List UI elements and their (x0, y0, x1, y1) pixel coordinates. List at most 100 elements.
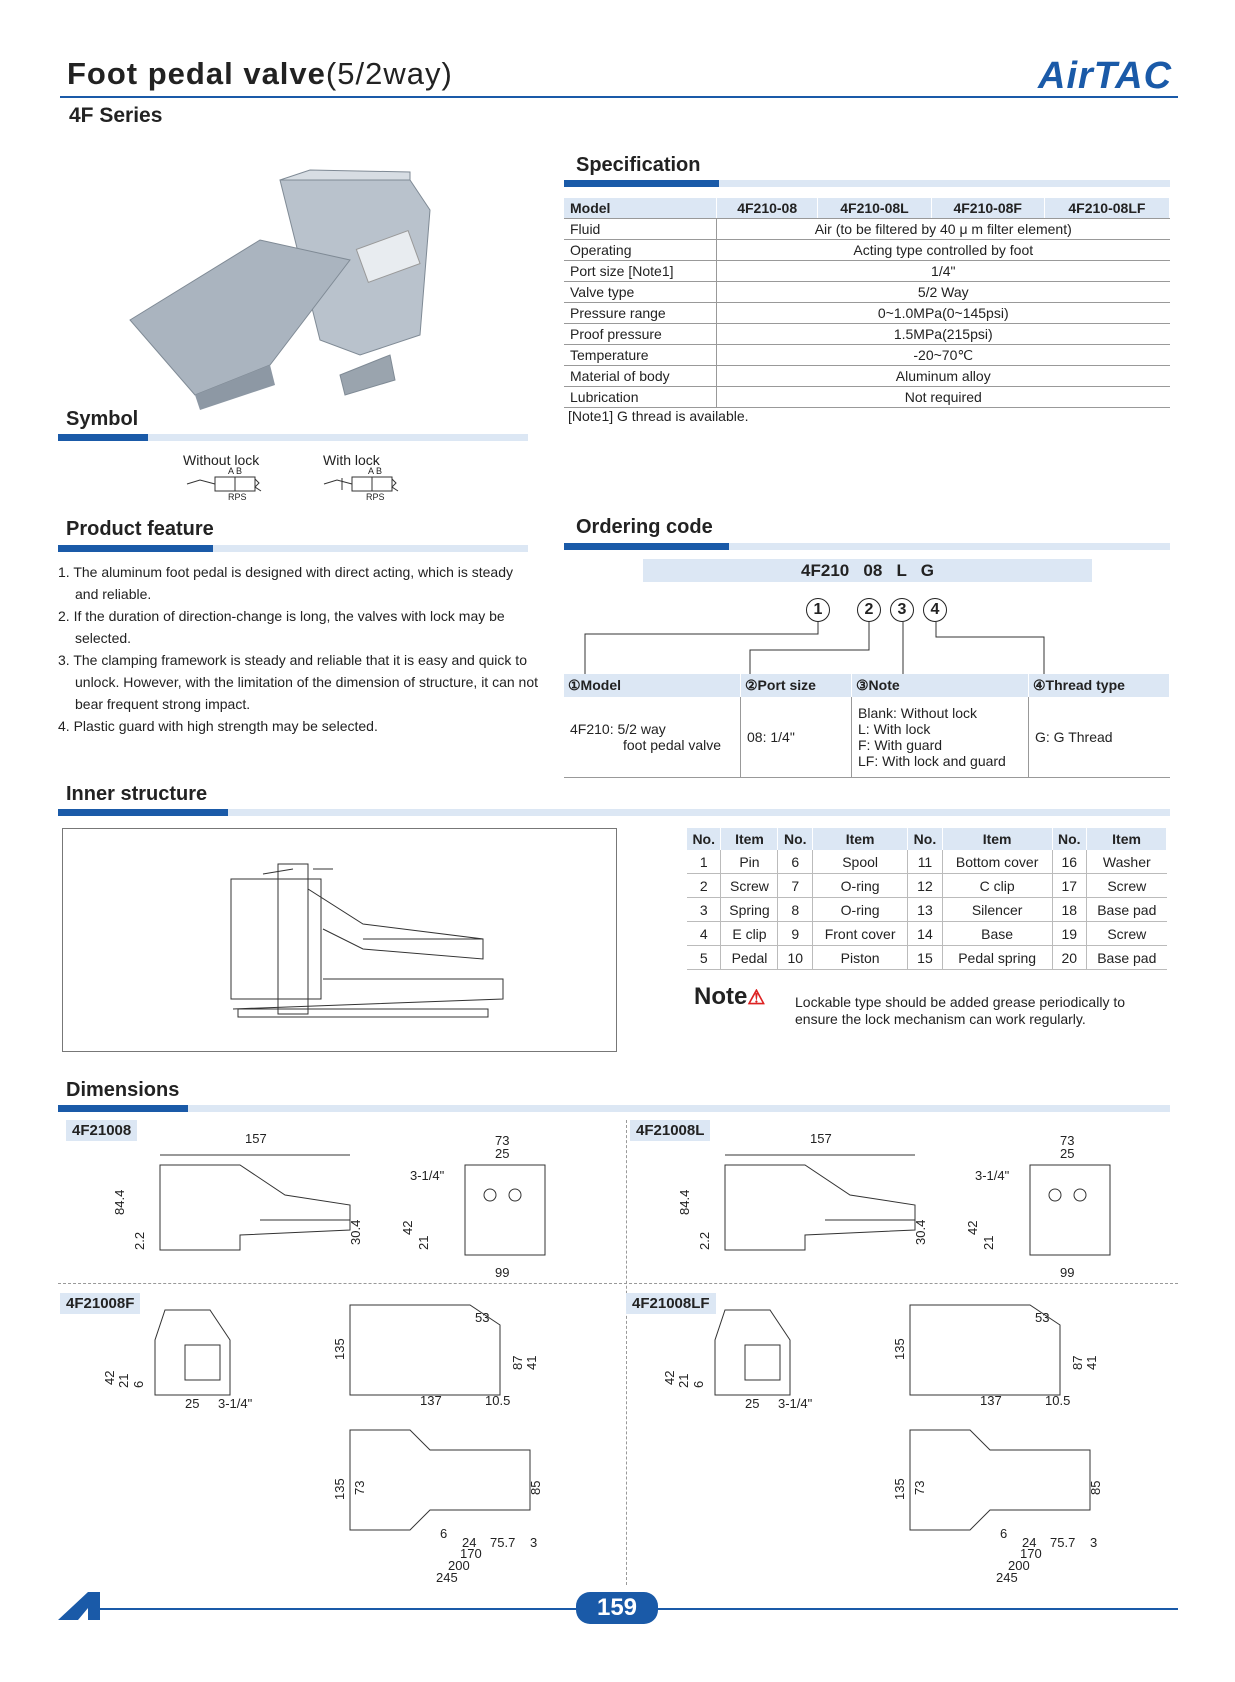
svg-text:135: 135 (892, 1478, 907, 1500)
spec-key: Valve type (564, 281, 717, 303)
spec-note: [Note1] G thread is available. (568, 408, 749, 424)
svg-text:75.7: 75.7 (490, 1535, 515, 1550)
svg-text:73: 73 (1060, 1133, 1074, 1148)
parts-header: Item (720, 828, 779, 850)
svg-text:75.7: 75.7 (1050, 1535, 1075, 1550)
symbol-port-rps: RPS (366, 492, 385, 502)
svg-text:24: 24 (1022, 1535, 1036, 1550)
svg-text:73: 73 (495, 1133, 509, 1148)
ordering-code-example: 4F210 08 L G (643, 559, 1092, 582)
svg-text:73: 73 (352, 1481, 367, 1495)
svg-text:200: 200 (1008, 1558, 1030, 1573)
svg-text:99: 99 (495, 1265, 509, 1280)
ordering-connector-lines (584, 622, 1045, 674)
svg-text:25: 25 (1060, 1146, 1074, 1161)
dim-drawing-4f21008lf: 42 21 6 25 3-1/4" 135 53 87 41 137 10.5 … (662, 1304, 1103, 1585)
inner-structure-heading: Inner structure (66, 783, 208, 805)
svg-text:25: 25 (745, 1396, 759, 1411)
parts-header: No. (687, 828, 722, 850)
ordering-bar (564, 543, 1170, 550)
svg-text:73: 73 (912, 1481, 927, 1495)
svg-text:41: 41 (1084, 1356, 1099, 1370)
warning-icon: ⚠ (747, 987, 766, 1009)
page-number: 159 (576, 1592, 658, 1624)
svg-text:25: 25 (495, 1146, 509, 1161)
spec-value: Not required (716, 386, 1170, 408)
svg-text:3: 3 (1090, 1535, 1097, 1550)
foot-pedal-product-photo (129, 169, 431, 410)
valve-symbol-with-lock (323, 476, 399, 492)
spec-key: Fluid (564, 218, 717, 240)
dimension-divider-vertical (626, 1120, 627, 1585)
ordering-port: 08: 1/4" (740, 697, 852, 778)
page-title: Foot pedal valve(5/2way) (67, 56, 453, 91)
svg-text:87: 87 (1070, 1356, 1085, 1370)
svg-text:135: 135 (892, 1338, 907, 1360)
feature-item: 1. The aluminum foot pedal is designed w… (58, 564, 513, 602)
feature-bar (58, 545, 528, 552)
svg-text:3-1/4": 3-1/4" (410, 1168, 445, 1183)
ordering-header: ④Thread type (1028, 674, 1170, 697)
series-label: 4F Series (69, 104, 163, 127)
svg-text:6: 6 (1000, 1526, 1007, 1541)
spec-key: Material of body (564, 365, 717, 387)
dimension-divider-horizontal (58, 1283, 1178, 1284)
svg-text:30.4: 30.4 (348, 1220, 363, 1245)
symbol-without-lock-label: Without lock (183, 452, 260, 468)
parts-header: No. (777, 828, 814, 850)
symbol-port-ab: A B (228, 466, 243, 476)
svg-text:30.4: 30.4 (913, 1220, 928, 1245)
specification-heading: Specification (576, 154, 701, 176)
spec-value: 0~1.0MPa(0~145psi) (716, 302, 1170, 324)
svg-text:3-1/4": 3-1/4" (975, 1168, 1010, 1183)
svg-text:85: 85 (528, 1481, 543, 1495)
feature-item: 3. The clamping framework is steady and … (58, 652, 539, 712)
spec-value: 1/4" (716, 260, 1170, 282)
specification-bar (564, 180, 1170, 187)
symbol-port-ab: A B (368, 466, 383, 476)
parts-header: Item (942, 828, 1053, 850)
spec-key: Pressure range (564, 302, 717, 324)
spec-value: 5/2 Way (716, 281, 1170, 303)
spec-model-col: 4F210-08L (817, 198, 932, 219)
ordering-code-table: ①Model ②Port size ③Note ④Thread type 4F2… (564, 674, 1170, 778)
svg-text:42: 42 (662, 1371, 677, 1385)
svg-text:135: 135 (332, 1338, 347, 1360)
svg-text:2.2: 2.2 (132, 1232, 147, 1250)
spec-model-col: 4F210-08 (716, 198, 819, 219)
parts-header: No. (907, 828, 943, 850)
parts-header: Item (812, 828, 909, 850)
svg-text:2.2: 2.2 (697, 1232, 712, 1250)
svg-text:6: 6 (440, 1526, 447, 1541)
svg-text:21: 21 (416, 1236, 431, 1250)
dim-drawing-4f21008l: 157 84.4 2.2 30.4 73 25 3-1/4" 42 21 99 (677, 1131, 1111, 1280)
svg-text:170: 170 (1020, 1546, 1042, 1561)
svg-text:21: 21 (981, 1236, 996, 1250)
ordering-header: ②Port size (740, 674, 852, 697)
spec-model-label: Model (564, 198, 717, 219)
svg-text:6: 6 (131, 1381, 146, 1388)
parts-header: Item (1086, 828, 1167, 850)
spec-value: Aluminum alloy (716, 365, 1170, 387)
ordering-num-3: 3 (890, 598, 914, 622)
airtac-mark-icon (58, 1592, 100, 1620)
specification-table: Model 4F210-08 4F210-08L 4F210-08F 4F210… (564, 198, 1171, 408)
feature-item: 2. If the duration of direction-change i… (58, 608, 505, 646)
svg-text:137: 137 (420, 1393, 442, 1408)
spec-value: Acting type controlled by foot (716, 239, 1170, 261)
airtac-logo: AirTAC (1038, 55, 1173, 97)
svg-text:157: 157 (810, 1131, 832, 1146)
svg-text:245: 245 (436, 1570, 458, 1585)
svg-text:21: 21 (116, 1374, 131, 1388)
note-text: Lockable type should be added grease per… (795, 994, 1126, 1027)
svg-text:6: 6 (691, 1381, 706, 1388)
svg-text:41: 41 (524, 1356, 539, 1370)
